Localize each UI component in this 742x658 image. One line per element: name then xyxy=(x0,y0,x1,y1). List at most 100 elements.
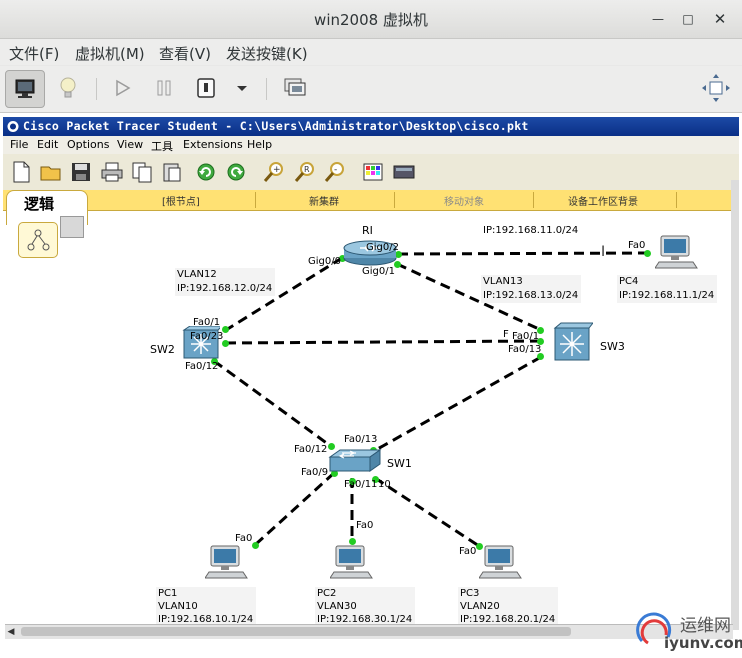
link-sw3-sw1[interactable] xyxy=(373,355,542,453)
save-icon[interactable] xyxy=(69,160,93,184)
link-ri-sw2[interactable] xyxy=(225,256,343,332)
zoom-out-icon[interactable]: - xyxy=(323,160,347,184)
vertical-scrollbar[interactable] xyxy=(731,180,739,630)
text-cursor-icon: Ⅰ xyxy=(601,244,606,260)
svg-text:R: R xyxy=(304,165,310,174)
link-status-dot xyxy=(328,443,335,450)
copy-icon[interactable] xyxy=(130,160,154,184)
open-folder-icon[interactable] xyxy=(39,160,63,184)
note-bg xyxy=(458,587,558,627)
vm-menu-bar xyxy=(0,39,742,65)
divider xyxy=(533,192,534,208)
viewport-thumbnail xyxy=(60,216,84,238)
pt-menu-help[interactable]: Help xyxy=(247,138,273,151)
switch-name: SW3 xyxy=(600,340,625,353)
port-label: Fa0/12 xyxy=(185,361,219,372)
move-arrows-icon xyxy=(702,74,730,102)
link-status-dot xyxy=(537,338,544,345)
snapshot-button[interactable] xyxy=(276,70,314,106)
vm-menu-view[interactable]: 查看(V) xyxy=(159,45,211,63)
pc2-vlan: VLAN30 xyxy=(317,601,357,612)
vm-title-bar: win2008 虚拟机 — □ ✕ xyxy=(0,0,742,39)
pc2-name: PC2 xyxy=(317,588,337,599)
new-file-icon[interactable] xyxy=(9,160,33,184)
power-on-button[interactable] xyxy=(103,70,141,106)
link-ri-pc4[interactable] xyxy=(397,251,649,256)
note-bg xyxy=(175,268,275,296)
pc3-ip: IP:192.168.20.1/24 xyxy=(460,614,556,625)
pc-icon[interactable] xyxy=(205,543,249,583)
link-status-dot xyxy=(222,340,229,347)
pc4-name: PC4 xyxy=(619,276,639,287)
console-view-button[interactable] xyxy=(5,70,45,108)
port-label: Gig0/0 xyxy=(308,256,341,267)
link-status-dot xyxy=(537,327,544,334)
pc-icon[interactable] xyxy=(479,543,523,583)
power-icon xyxy=(197,78,215,98)
scroll-thumb[interactable] xyxy=(21,627,571,636)
router-icon[interactable] xyxy=(342,240,398,266)
watermark: 运维网 iyunv.com xyxy=(636,609,742,653)
port-label: Fa0/23 xyxy=(190,331,224,342)
details-button[interactable] xyxy=(49,70,87,106)
link-status-dot xyxy=(252,542,259,549)
multilayer-switch-icon[interactable] xyxy=(182,326,220,360)
port-label: Fa0/13 xyxy=(344,434,378,445)
minimize-icon[interactable]: — xyxy=(652,12,664,26)
pc-icon[interactable] xyxy=(330,543,374,583)
custom-device-icon[interactable] xyxy=(392,160,416,184)
fullscreen-button[interactable] xyxy=(697,70,735,106)
note-bg xyxy=(481,275,581,303)
paste-icon[interactable] xyxy=(160,160,184,184)
maximize-icon[interactable]: □ xyxy=(682,12,694,26)
pc1-vlan: VLAN10 xyxy=(158,601,198,612)
pt-title-bar: Cisco Packet Tracer Student - C:\Users\A… xyxy=(3,117,739,136)
link-status-dot xyxy=(394,261,401,268)
switch-name: SW1 xyxy=(387,457,412,470)
vm-menu-send-keys[interactable]: 发送按键(K) xyxy=(226,45,308,63)
logical-view-button[interactable] xyxy=(18,222,58,258)
move-object-button[interactable]: 移动对象 xyxy=(444,197,484,208)
pause-button[interactable] xyxy=(145,70,183,106)
topology-canvas[interactable] xyxy=(3,211,735,624)
shutdown-button[interactable] xyxy=(187,70,225,106)
port-label: Fa0/12 xyxy=(294,444,328,455)
pt-menu-tools[interactable]: 工具 xyxy=(151,140,173,153)
workspace-background-button[interactable]: 设备工作区背景 xyxy=(568,197,638,208)
zoom-in-icon[interactable]: + xyxy=(262,160,286,184)
topology-icon xyxy=(27,229,50,251)
monitor-icon xyxy=(15,79,35,98)
root-node-link[interactable]: [根节点] xyxy=(162,197,200,208)
vm-menu-file[interactable]: 文件(F) xyxy=(9,45,60,63)
pt-menu-options[interactable]: Options xyxy=(67,138,110,151)
pt-menu-file[interactable]: File xyxy=(10,138,29,151)
close-icon[interactable]: ✕ xyxy=(713,10,727,28)
link-sw2-sw3[interactable] xyxy=(225,339,542,345)
multilayer-switch-icon[interactable] xyxy=(553,322,593,362)
scroll-left-icon[interactable]: ◀ xyxy=(7,627,15,637)
zoom-reset-icon[interactable]: R xyxy=(293,160,317,184)
pt-menu-extensions[interactable]: Extensions xyxy=(183,138,243,151)
svg-text:+: + xyxy=(273,165,281,175)
horizontal-scrollbar[interactable]: ◀ xyxy=(5,624,733,639)
pc3-name: PC3 xyxy=(460,588,480,599)
link-sw1-pc3[interactable] xyxy=(374,476,480,548)
link-ri-sw3[interactable] xyxy=(396,262,542,332)
vm-menu-vm[interactable]: 虚拟机(M) xyxy=(75,45,145,63)
pt-menu-edit[interactable]: Edit xyxy=(37,138,59,151)
pc-icon[interactable] xyxy=(655,233,699,273)
toolbar-separator xyxy=(96,78,97,100)
link-sw2-sw1[interactable] xyxy=(213,359,333,449)
shutdown-dropdown[interactable] xyxy=(227,70,257,106)
redo-icon[interactable] xyxy=(224,160,248,184)
pt-menu-view[interactable]: View xyxy=(117,138,144,151)
switch-icon[interactable] xyxy=(326,449,382,475)
new-cluster-button[interactable]: 新集群 xyxy=(309,197,339,208)
print-icon[interactable] xyxy=(100,160,124,184)
palette-icon[interactable] xyxy=(361,160,385,184)
link-sw1-pc1[interactable] xyxy=(253,471,336,547)
undo-icon[interactable] xyxy=(194,160,218,184)
link-status-dot xyxy=(476,543,483,550)
vlan13-ip: IP:192.168.13.0/24 xyxy=(483,290,579,301)
port-label: Fa0 xyxy=(235,533,253,544)
